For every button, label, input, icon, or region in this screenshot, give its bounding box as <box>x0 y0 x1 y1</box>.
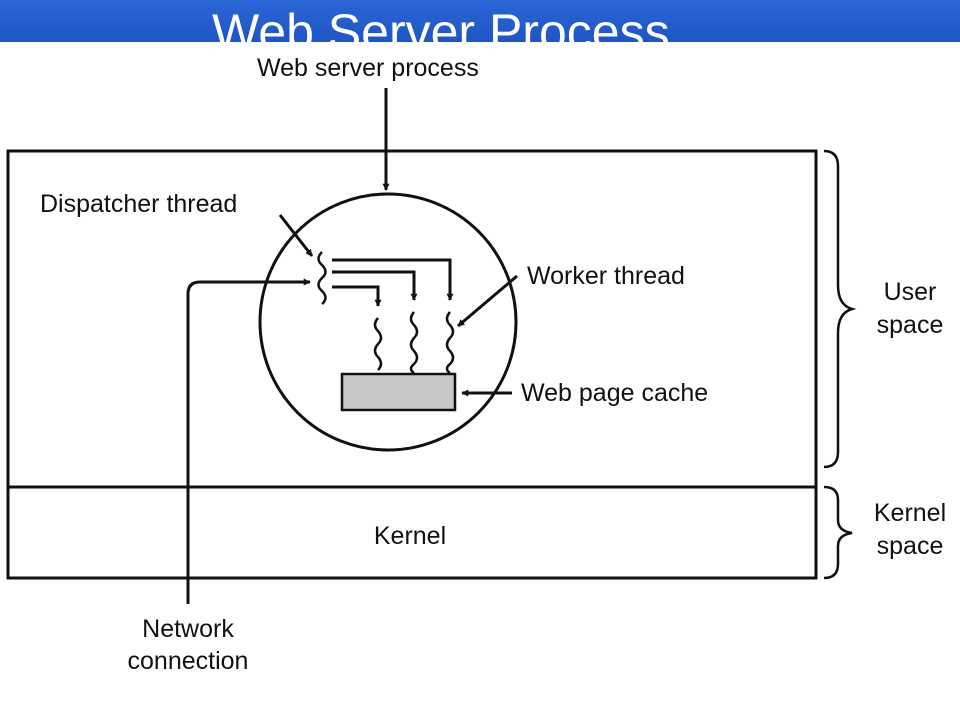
kernel-label: Kernel <box>374 522 446 550</box>
kernel-space-brace <box>823 485 853 580</box>
network-connection-arrow <box>186 278 311 604</box>
worker-thread-arrow <box>457 274 518 328</box>
slide-title: Web Server Process <box>212 4 670 42</box>
web-page-cache-label: Web page cache <box>521 379 708 407</box>
user-space-brace <box>823 149 857 469</box>
user-space-label-line1: User <box>884 278 937 306</box>
kernel-box <box>6 485 818 580</box>
network-label-line2: connection <box>128 647 249 675</box>
worker-thread-squiggle-3 <box>445 311 455 375</box>
kernel-space-label-line2: space <box>877 532 944 560</box>
title-bar: Web Server Process <box>0 0 960 42</box>
dispatcher-thread-label: Dispatcher thread <box>40 190 237 218</box>
dispatch-arrow-3 <box>332 285 382 307</box>
dispatcher-thread-squiggle <box>317 251 327 305</box>
dispatch-arrow-1 <box>332 258 454 301</box>
network-label-line1: Network <box>142 615 234 643</box>
web-server-diagram: Web server process Dispatcher thread Wor… <box>6 54 946 675</box>
web-page-cache <box>340 372 457 412</box>
dispatcher-thread-arrow <box>278 214 314 257</box>
worker-thread-label: Worker thread <box>527 262 685 290</box>
process-circle <box>258 192 518 452</box>
web-server-process-label: Web server process <box>257 54 479 82</box>
worker-thread-squiggle-2 <box>409 311 419 375</box>
dispatch-arrow-2 <box>332 270 418 301</box>
user-space-label-line2: space <box>877 311 944 339</box>
worker-thread-squiggle-1 <box>373 317 383 371</box>
kernel-space-label-line1: Kernel <box>874 499 946 527</box>
